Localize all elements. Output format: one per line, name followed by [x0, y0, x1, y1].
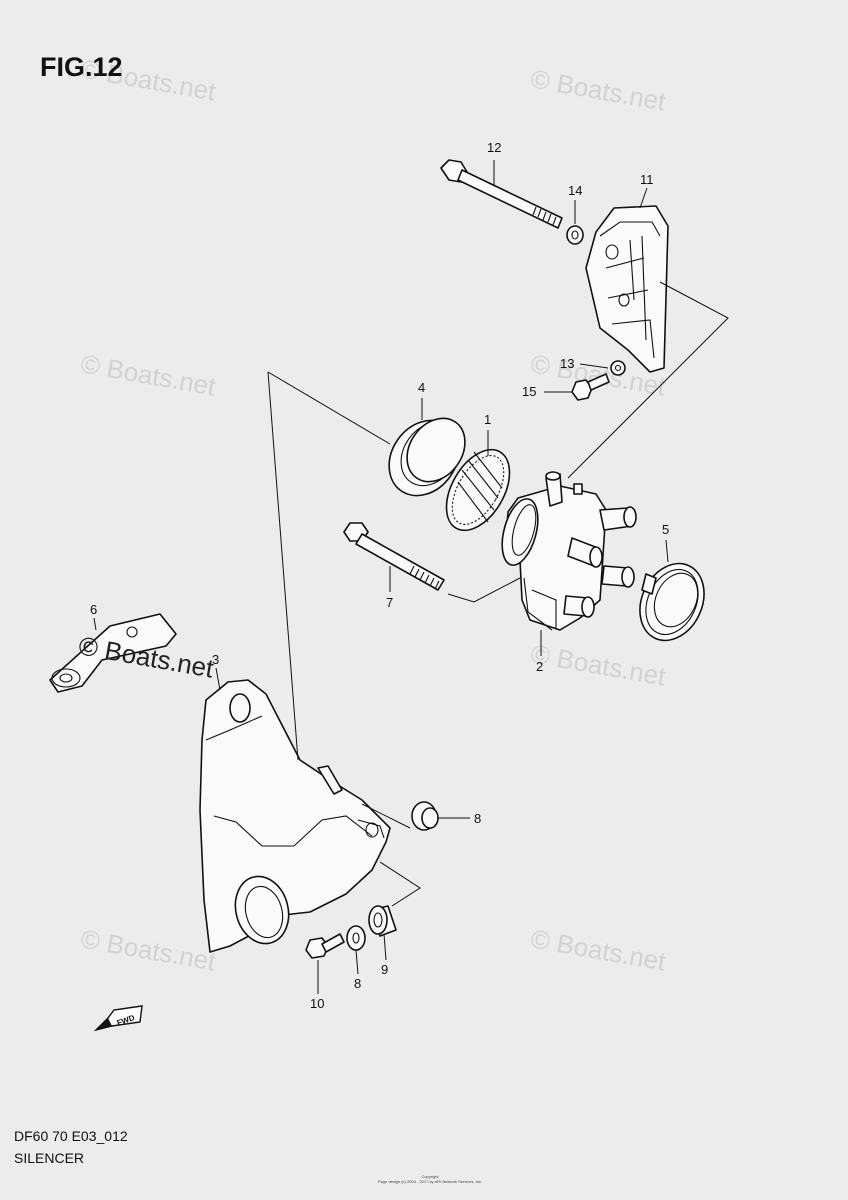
callout-8-upper: 8 [474, 811, 481, 826]
callout-14: 14 [568, 183, 582, 198]
callout-9: 9 [381, 962, 388, 977]
part-4-ring[interactable] [375, 407, 477, 509]
figure-title: FIG.12 [40, 52, 123, 82]
leader-lines [93, 160, 669, 994]
assembly-lines [267, 281, 729, 907]
callout-12: 12 [487, 140, 501, 155]
part-8-washer[interactable] [346, 925, 366, 951]
part-9-collar[interactable] [368, 905, 397, 937]
part-5-clamp-ring[interactable] [628, 553, 716, 651]
callout-1: 1 [484, 412, 491, 427]
fwd-arrow-icon: FWD [93, 1005, 143, 1032]
part-11-bracket[interactable] [585, 205, 669, 373]
part-12-bolt[interactable] [440, 159, 563, 229]
part-14-washer[interactable] [566, 225, 584, 245]
callout-10: 10 [310, 996, 324, 1011]
part-8-grommet[interactable] [411, 801, 439, 831]
part-7-bolt[interactable] [343, 522, 445, 591]
callout-6: 6 [90, 602, 97, 617]
part-13-washer[interactable] [610, 360, 626, 376]
callout-11: 11 [640, 172, 654, 187]
callout-7: 7 [386, 595, 393, 610]
callout-5: 5 [662, 522, 669, 537]
callout-13: 13 [560, 356, 574, 371]
part-10-bolt[interactable] [305, 933, 345, 959]
part-2-silencer-body[interactable] [496, 471, 637, 631]
copyright-notice: Copyright Page design (c) 2004 - 2017 by… [340, 1174, 520, 1184]
callout-2: 2 [536, 659, 543, 674]
figure-code: DF60 70 E03_012 [14, 1128, 128, 1144]
part-6-strap[interactable] [49, 613, 177, 693]
callout-4: 4 [418, 380, 425, 395]
part-3-silencer-case[interactable] [199, 679, 391, 953]
callout-3: 3 [212, 652, 219, 667]
copyright-line-1: Copyright [421, 1174, 439, 1179]
part-15-bolt[interactable] [571, 373, 610, 401]
figure-name: SILENCER [14, 1150, 85, 1166]
part-1-screen[interactable] [433, 439, 522, 541]
callout-15: 15 [522, 384, 536, 399]
copyright-line-2: Page design (c) 2004 - 2017 by ARI Netwo… [377, 1179, 483, 1184]
callout-8-lower: 8 [354, 976, 361, 991]
